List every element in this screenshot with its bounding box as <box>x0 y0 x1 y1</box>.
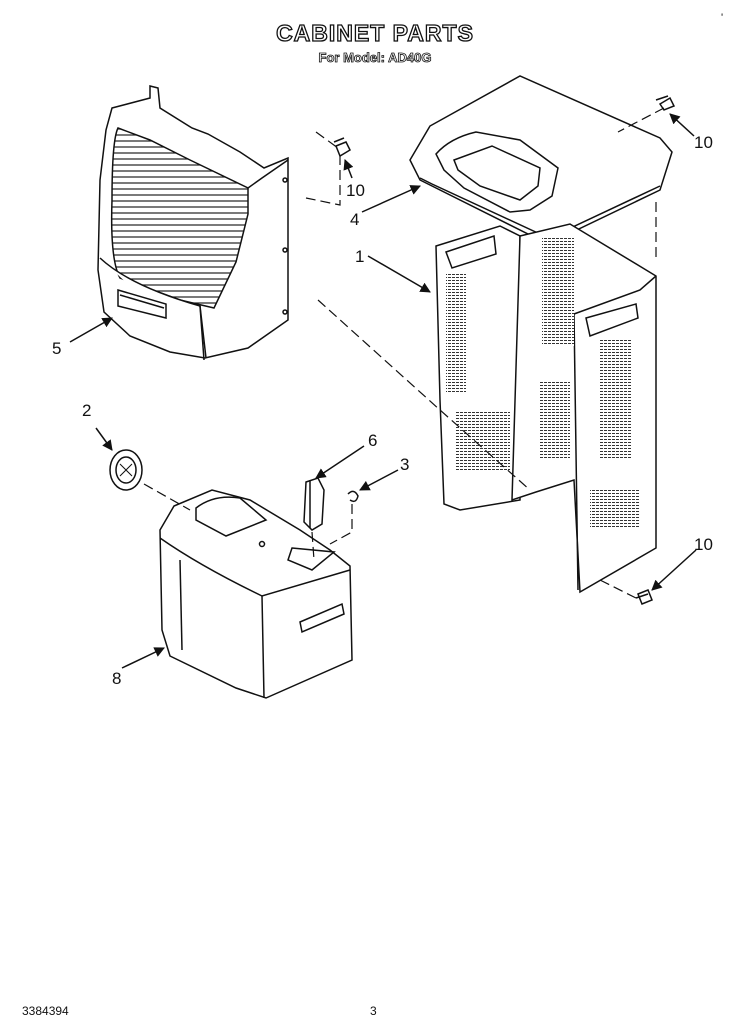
callout-4: 4 <box>350 210 359 229</box>
screw-right-lower <box>635 589 653 605</box>
callout-5: 5 <box>52 339 61 358</box>
page-number: 3 <box>370 1004 377 1018</box>
callout-leaders <box>69 113 697 669</box>
float-part <box>303 477 325 531</box>
part-number: 3384394 <box>22 1004 69 1018</box>
assembly-guide-lines <box>143 107 665 599</box>
water-bucket <box>159 489 353 699</box>
callout-10-upper-right: 10 <box>694 133 713 152</box>
screw-right-upper <box>655 95 676 111</box>
page-title: CABINET PARTS <box>275 19 474 46</box>
model-subtitle: For Model: AD40G <box>318 50 432 66</box>
callout-6: 6 <box>368 431 377 450</box>
front-grille-panel <box>97 85 289 361</box>
callout-8: 8 <box>112 669 121 688</box>
corner-mark: ' <box>721 12 724 24</box>
callout-2: 2 <box>82 401 91 420</box>
cabinet-frame <box>435 223 657 594</box>
retaining-clip <box>347 490 359 503</box>
callout-10-upper-left: 10 <box>346 181 365 200</box>
control-knob <box>109 449 143 491</box>
callout-1: 1 <box>355 247 364 266</box>
screw-left-upper <box>333 137 351 158</box>
callout-3: 3 <box>400 455 409 474</box>
screws <box>333 95 676 605</box>
callout-10-lower-right: 10 <box>694 535 713 554</box>
callout-labels: 1 2 3 4 5 6 8 10 10 10 <box>52 133 713 688</box>
top-cover <box>409 75 673 241</box>
